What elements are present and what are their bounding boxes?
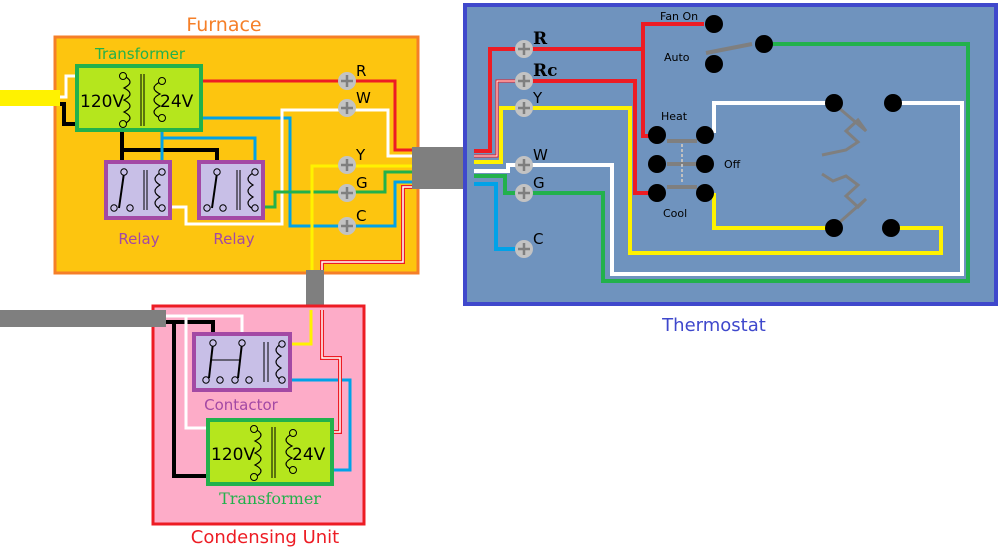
thermostat-terminal-w: W xyxy=(515,146,548,174)
condenser-transformer: 120V 24V Transformer xyxy=(206,418,334,508)
furnace-transformer-primary: 120V xyxy=(80,92,124,112)
thermostat-title: Thermostat xyxy=(661,315,766,336)
terminal-label: G xyxy=(356,174,368,192)
terminal-label: Y xyxy=(355,146,366,164)
contactor-label: Contactor xyxy=(204,396,279,414)
thermostat-bimetal-switches xyxy=(821,94,902,237)
furnace-title: Furnace xyxy=(186,14,261,36)
furnace-transformer-label: Transformer xyxy=(94,45,186,63)
terminal-label: G xyxy=(533,174,545,192)
terminal-label: C xyxy=(356,207,366,225)
fan-common-contact xyxy=(755,35,773,53)
thermostat-terminals: R RcY WG C xyxy=(515,29,557,258)
power-feed-cable xyxy=(0,90,60,106)
furnace-transformer: Transformer 120V 24V xyxy=(75,45,203,132)
condenser-transformer-secondary: 24V xyxy=(292,445,326,465)
furnace-condenser-connector xyxy=(306,270,324,310)
fan-auto-label: Auto xyxy=(664,51,690,64)
fan-switch: Fan On Auto xyxy=(660,10,773,73)
terminal-label: Y xyxy=(532,89,543,107)
furnace-relay-1: Relay xyxy=(104,160,172,248)
thermostat-terminal-r: R xyxy=(515,29,548,58)
condenser-transformer-primary: 120V xyxy=(211,445,255,465)
furnace-terminals: RW YGC xyxy=(338,62,371,235)
condenser-transformer-label: Transformer xyxy=(219,489,321,508)
terminal-label: R xyxy=(533,29,548,49)
thermostat-terminal-c: C xyxy=(515,230,543,258)
furnace-relay-2: Relay xyxy=(197,160,265,248)
thermostat-terminal-g: G xyxy=(515,174,545,202)
furnace-transformer-secondary: 24V xyxy=(160,92,194,112)
power-feed-cable-condenser xyxy=(0,310,166,327)
terminal-label: Rc xyxy=(533,61,557,81)
contactor: Contactor xyxy=(192,332,292,414)
furnace-terminal-g: G xyxy=(338,174,368,202)
furnace-terminal-y: Y xyxy=(338,146,366,174)
terminal-label: R xyxy=(356,62,366,80)
terminal-label: W xyxy=(533,146,548,164)
furnace-relay-2-label: Relay xyxy=(213,230,254,248)
terminal-label: C xyxy=(533,230,543,248)
mode-cool-label: Cool xyxy=(663,207,687,220)
furnace-terminal-c: C xyxy=(338,207,366,235)
fan-on-contact xyxy=(705,15,723,33)
mode-switch: Heat Off Cool xyxy=(648,110,741,220)
fan-on-label: Fan On xyxy=(660,10,698,23)
furnace-relay-1-label: Relay xyxy=(118,230,159,248)
thermostat-terminal-rc: Rc xyxy=(515,61,557,90)
wire-furnace-w xyxy=(160,108,412,226)
mode-off-label: Off xyxy=(724,158,741,171)
wire-furnace-y xyxy=(310,164,412,270)
terminal-label: W xyxy=(356,89,371,107)
thermostat-terminal-y: Y xyxy=(515,89,543,117)
mode-heat-label: Heat xyxy=(661,110,688,123)
wire-furnace-c xyxy=(162,116,345,228)
condensing-unit-title: Condensing Unit xyxy=(191,527,339,548)
wire-furnace-r xyxy=(162,79,412,152)
thermostat-wires xyxy=(474,22,970,283)
furnace-terminal-r: R xyxy=(338,62,366,90)
furnace-terminal-w: W xyxy=(338,89,371,117)
fan-auto-contact xyxy=(705,55,723,73)
